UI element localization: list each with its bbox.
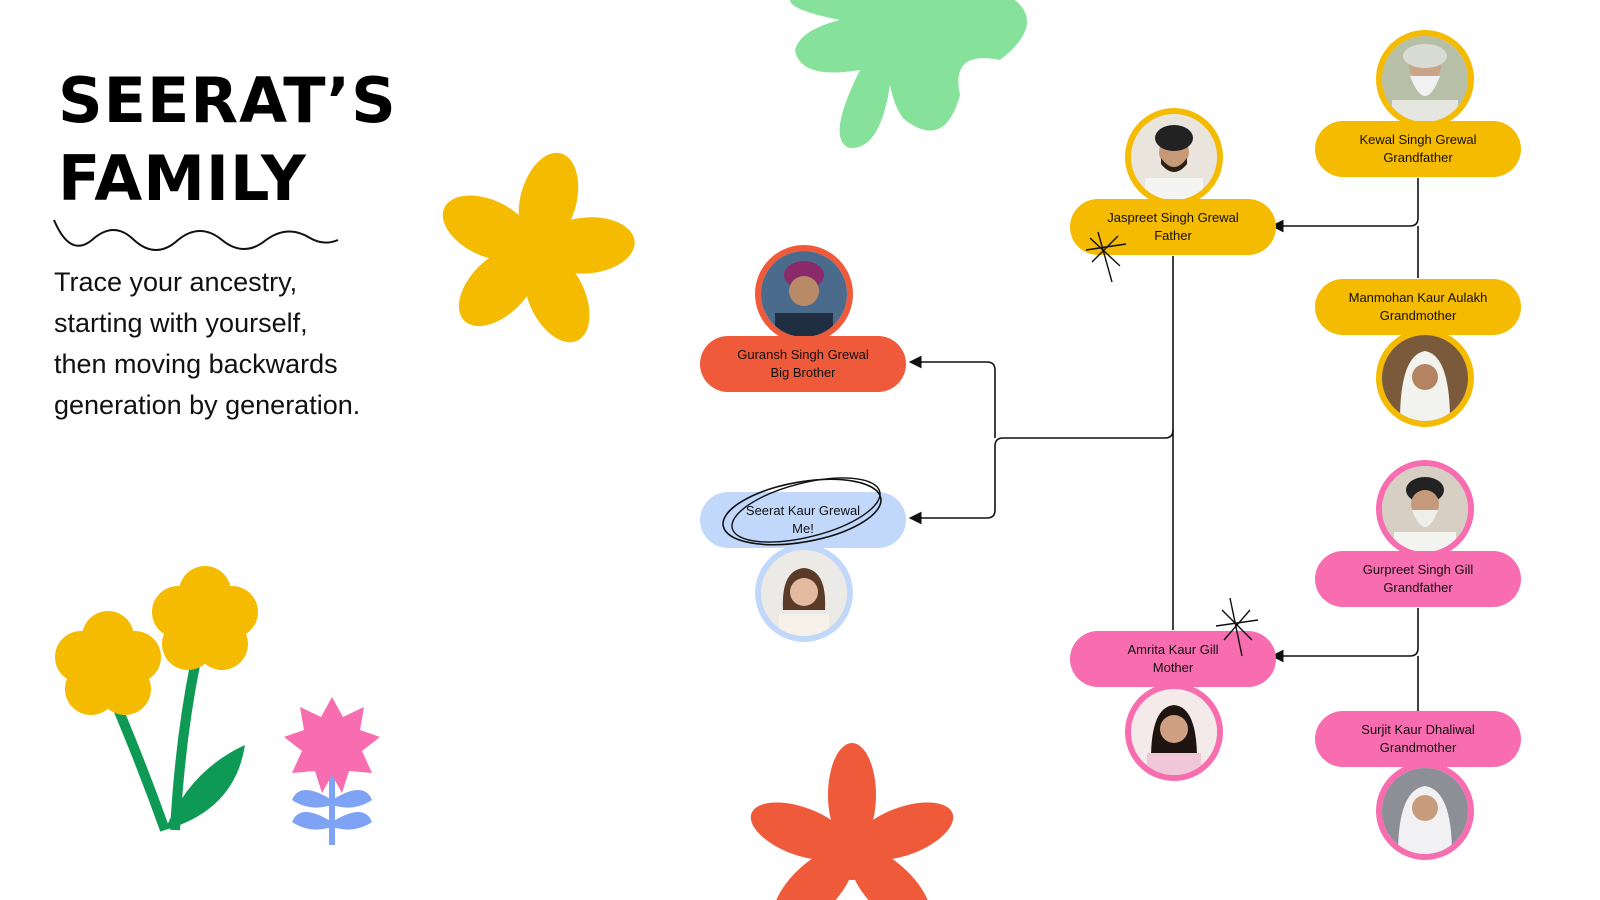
jaspreet-name: Jaspreet Singh Grewal	[1107, 210, 1239, 225]
node-manmohan[interactable]: Manmohan Kaur Aulakh Grandmother	[1315, 279, 1521, 335]
guransh-relation: Big Brother	[770, 365, 836, 380]
node-kewal[interactable]: Kewal Singh Grewal Grandfather	[1315, 121, 1521, 177]
gurpreet-relation: Grandfather	[1383, 580, 1453, 595]
subtitle-line-3: then moving backwards	[54, 349, 338, 379]
connector-guransh	[908, 355, 996, 438]
connector-maternal-grandparents	[1270, 608, 1419, 663]
page-title: SEERAT’S FAMILY	[58, 62, 397, 218]
avatar-guransh	[755, 245, 853, 343]
manmohan-relation: Grandmother	[1379, 308, 1457, 323]
amrita-relation: Mother	[1152, 660, 1194, 675]
pink-flower-icon	[284, 697, 380, 845]
squiggle-underline-icon	[53, 219, 339, 251]
title-line-2: FAMILY	[58, 142, 307, 215]
kewal-name: Kewal Singh Grewal	[1359, 132, 1477, 147]
orange-flower-icon	[750, 743, 954, 900]
yellow-flowers-with-stems-icon	[55, 566, 258, 832]
subtitle-line-2: starting with yourself,	[54, 308, 308, 338]
connector-seerat	[908, 446, 996, 525]
avatar-seerat	[755, 544, 853, 642]
node-surjit[interactable]: Surjit Kaur Dhaliwal Grandmother	[1315, 711, 1521, 767]
jaspreet-relation: Father	[1154, 228, 1192, 243]
subtitle-line-1: Trace your ancestry,	[54, 267, 298, 297]
avatar-manmohan	[1376, 329, 1474, 427]
avatar-surjit	[1376, 762, 1474, 860]
manmohan-name: Manmohan Kaur Aulakh	[1348, 290, 1488, 305]
seerat-relation: Me!	[792, 521, 814, 536]
connector-paternal-grandparents	[1270, 178, 1419, 233]
avatar-jaspreet	[1125, 108, 1223, 206]
green-flower-icon	[790, 0, 1027, 149]
avatar-gurpreet	[1376, 460, 1474, 558]
node-amrita[interactable]: Amrita Kaur Gill Mother	[1070, 631, 1276, 687]
kewal-relation: Grandfather	[1383, 150, 1453, 165]
surjit-name: Surjit Kaur Dhaliwal	[1361, 722, 1475, 737]
surjit-relation: Grandmother	[1379, 740, 1457, 755]
connector-parents	[994, 256, 1174, 447]
avatar-amrita	[1125, 683, 1223, 781]
subtitle-line-4: generation by generation.	[54, 390, 361, 420]
seerat-name: Seerat Kaur Grewal	[745, 503, 861, 518]
yellow-flower-icon	[442, 152, 635, 343]
node-jaspreet[interactable]: Jaspreet Singh Grewal Father	[1070, 199, 1276, 255]
node-gurpreet[interactable]: Gurpreet Singh Gill Grandfather	[1315, 551, 1521, 607]
avatar-kewal	[1376, 30, 1474, 128]
amrita-name: Amrita Kaur Gill	[1127, 642, 1219, 657]
title-line-1: SEERAT’S	[58, 64, 397, 137]
subtitle: Trace your ancestry, starting with yours…	[54, 262, 360, 426]
node-guransh[interactable]: Guransh Singh Grewal Big Brother	[700, 336, 906, 392]
node-seerat[interactable]: Seerat Kaur Grewal Me!	[700, 492, 906, 548]
guransh-name: Guransh Singh Grewal	[737, 347, 869, 362]
gurpreet-name: Gurpreet Singh Gill	[1362, 562, 1474, 577]
